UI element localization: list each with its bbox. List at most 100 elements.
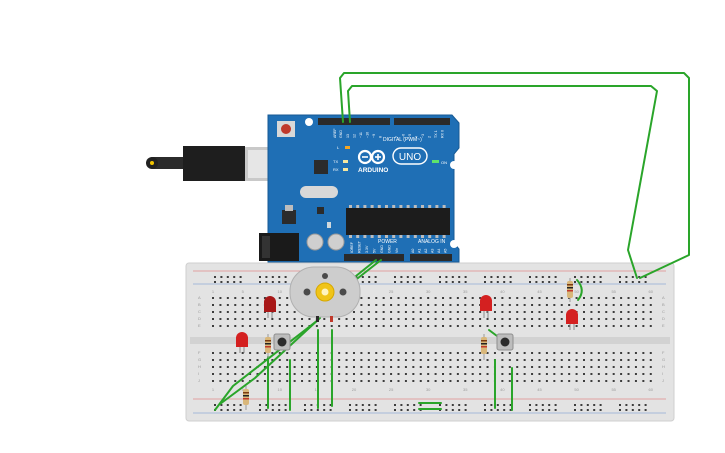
column-number: 40 [500, 289, 505, 294]
row-letter: G [198, 357, 201, 362]
led-2[interactable] [236, 332, 248, 353]
column-number: 20 [352, 387, 357, 392]
column-number: 1 [212, 289, 215, 294]
row-letter: E [662, 323, 665, 328]
pin-label-digital: 4 [415, 136, 419, 138]
digital-header-left[interactable] [318, 118, 390, 125]
pin-label-digital: ~10 [366, 132, 370, 138]
resistor-4[interactable] [567, 278, 573, 302]
reset-button-cap[interactable] [281, 124, 291, 134]
voltage-regulator [282, 210, 296, 224]
row-letter: J [198, 378, 200, 383]
row-letter: B [198, 302, 201, 307]
column-number: 30 [426, 289, 431, 294]
column-number: 55 [611, 387, 616, 392]
pin-label-digital: RX 0 [441, 130, 445, 138]
mounting-hole [450, 161, 458, 169]
column-number: 60 [649, 289, 654, 294]
pin-label-power: Vin [395, 248, 399, 253]
usb-controller-chip [314, 160, 328, 174]
row-letter: D [662, 316, 665, 321]
column-number: 25 [389, 387, 394, 392]
pin-label-digital: 12 [353, 134, 357, 138]
row-letter: A [662, 295, 665, 300]
column-number: 35 [463, 289, 468, 294]
column-number: 50 [574, 289, 579, 294]
column-number: 50 [574, 387, 579, 392]
mounting-hole [450, 240, 458, 248]
column-number: 60 [649, 387, 654, 392]
column-number: 1 [212, 387, 215, 392]
board-brand-text: ARDUINO [358, 167, 388, 174]
pin-label-digital: 2 [428, 136, 432, 138]
led-3[interactable] [480, 295, 492, 318]
column-number: 25 [389, 289, 394, 294]
tx-led-label: TX [333, 159, 338, 164]
analog-header-label: ANALOG IN [418, 239, 446, 245]
resistor-3[interactable] [481, 334, 487, 360]
pin-label-digital: 8 [379, 136, 383, 138]
dc-motor[interactable] [289, 266, 361, 322]
column-number: 10 [278, 289, 283, 294]
led-1[interactable] [264, 296, 276, 318]
pin-label-power: GND [380, 245, 384, 253]
row-letter: F [662, 350, 665, 355]
row-letter: D [198, 316, 201, 321]
pin-label-analog: A2 [424, 249, 428, 253]
pin-label-power: IOREF [350, 241, 354, 253]
breadboard[interactable]: 1155101015152020252530303535404045455050… [185, 262, 675, 422]
capacitor [327, 233, 345, 251]
atmega-chip [346, 208, 450, 235]
row-letter: J [662, 378, 664, 383]
column-number: 10 [278, 387, 283, 392]
pushbutton-2[interactable] [496, 333, 514, 351]
pin-label-digital: ~11 [359, 132, 363, 138]
pin-label-analog: A0 [411, 249, 415, 253]
row-letter: H [198, 364, 201, 369]
column-number: 5 [242, 289, 245, 294]
column-number: 45 [537, 289, 542, 294]
crystal-oscillator [300, 186, 338, 198]
pin-label-power: GND [388, 245, 392, 253]
row-letter: E [198, 323, 201, 328]
column-number: 40 [500, 387, 505, 392]
wires[interactable] [214, 72, 690, 411]
wire-motor-diag [219, 317, 321, 405]
row-letter: G [662, 357, 665, 362]
resistor-2[interactable] [243, 386, 249, 410]
column-number: 30 [426, 387, 431, 392]
row-letter: A [198, 295, 201, 300]
pushbutton-1[interactable] [273, 333, 291, 351]
pin-label-aref: AREF [333, 128, 337, 138]
center-channel [190, 337, 670, 344]
pin-label-analog: A1 [418, 249, 422, 253]
pin-label-digital: ~5 [408, 134, 412, 138]
mounting-hole [305, 118, 313, 126]
pin-label-power: 5V [373, 248, 377, 253]
digital-header-right[interactable] [394, 118, 450, 125]
arduino-logo [357, 149, 386, 165]
row-letter: C [198, 309, 201, 314]
pin-label-analog: A5 [444, 249, 448, 253]
wire-pin-loop [347, 85, 658, 279]
row-letter: B [662, 302, 665, 307]
pin-label-digital: TX 1 [434, 130, 438, 138]
column-number: 35 [463, 387, 468, 392]
analog-header[interactable] [410, 254, 452, 261]
l-led-label: L [337, 145, 340, 150]
pin-label-power: 3.3V [365, 245, 369, 253]
wire-mid-a [488, 329, 498, 337]
power-header-label: POWER [378, 239, 397, 245]
power-header[interactable] [344, 254, 404, 261]
pin-label-analog: A4 [437, 249, 441, 253]
led-4[interactable] [566, 309, 578, 330]
wire-gnd-loop [339, 72, 690, 279]
row-letter: C [662, 309, 665, 314]
resistor-1[interactable] [265, 334, 271, 358]
column-number: 45 [537, 387, 542, 392]
board-model-text: UNO [399, 152, 421, 163]
column-number: 5 [242, 387, 245, 392]
